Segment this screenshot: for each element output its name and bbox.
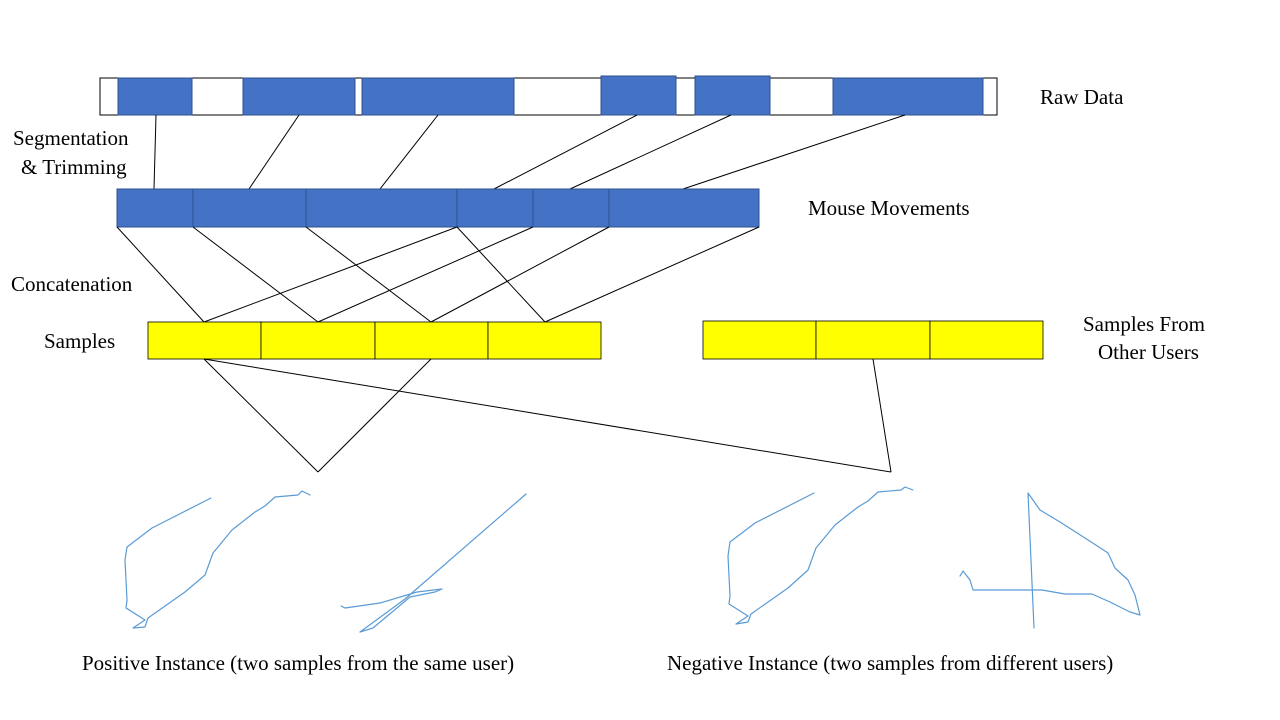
raw-segment (600, 75, 677, 116)
movement-segment (532, 188, 610, 228)
movement-segment (608, 188, 760, 228)
mouse-movements-label: Mouse Movements (808, 196, 970, 220)
mouse-movements-bar (116, 188, 760, 228)
trajectory-sample-b (340, 493, 527, 633)
raw-data-label: Raw Data (1040, 85, 1124, 109)
trajectory-sample-a (124, 490, 311, 629)
samples-label: Samples (44, 329, 115, 353)
other-users-label-line2: Other Users (1098, 340, 1199, 364)
segmentation-label-line1: Segmentation (13, 126, 129, 150)
negative-trajectories (727, 486, 1141, 629)
trajectory-sample-d (959, 492, 1141, 629)
concatenation-label: Concatenation (11, 272, 133, 296)
raw-segment (832, 77, 984, 116)
movement-segment (305, 188, 458, 228)
sample-block (374, 321, 489, 360)
raw-segment (242, 77, 356, 116)
movement-segment (456, 188, 534, 228)
segmentation-label-line2: & Trimming (21, 155, 127, 179)
trajectory-sample-c (727, 486, 914, 625)
concatenation-connectors (116, 226, 760, 323)
sample-block (147, 321, 262, 360)
other-users-label-line1: Samples From (1083, 312, 1205, 336)
other-sample-block (702, 320, 817, 360)
sample-block (487, 321, 602, 360)
movement-segment (192, 188, 307, 228)
raw-segment (117, 77, 193, 116)
positive-trajectories (124, 490, 527, 633)
pairing-connectors (203, 358, 892, 473)
negative-instance-caption: Negative Instance (two samples from diff… (667, 651, 1113, 675)
other-sample-block (815, 320, 931, 360)
raw-data-bar (99, 75, 998, 116)
sample-block (260, 321, 376, 360)
raw-segment (694, 75, 771, 116)
raw-segment (361, 77, 515, 116)
other-sample-block (929, 320, 1044, 360)
movement-segment (116, 188, 194, 228)
other-users-samples-bar (702, 320, 1044, 360)
positive-instance-caption: Positive Instance (two samples from the … (82, 651, 514, 675)
segmentation-connectors (153, 114, 906, 190)
samples-bar (147, 321, 602, 360)
